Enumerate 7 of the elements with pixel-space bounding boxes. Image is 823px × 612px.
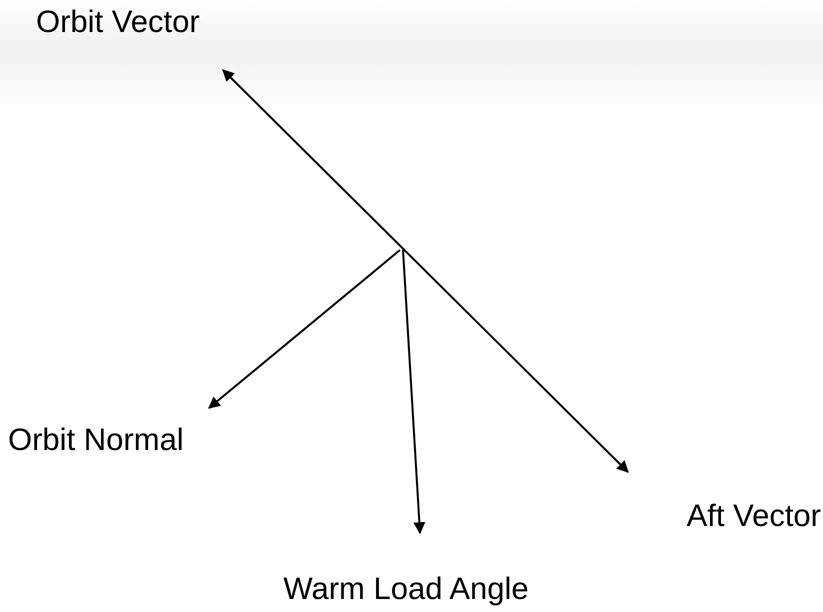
vector-label: Orbit Vector <box>36 4 200 40</box>
vector-label: Orbit Normal <box>8 422 184 458</box>
vector-label: Warm Load Angle <box>283 571 529 607</box>
arrow <box>402 250 426 534</box>
vector-label: Aft Vector <box>686 498 821 534</box>
arrow <box>222 69 629 473</box>
arrow <box>208 249 401 409</box>
